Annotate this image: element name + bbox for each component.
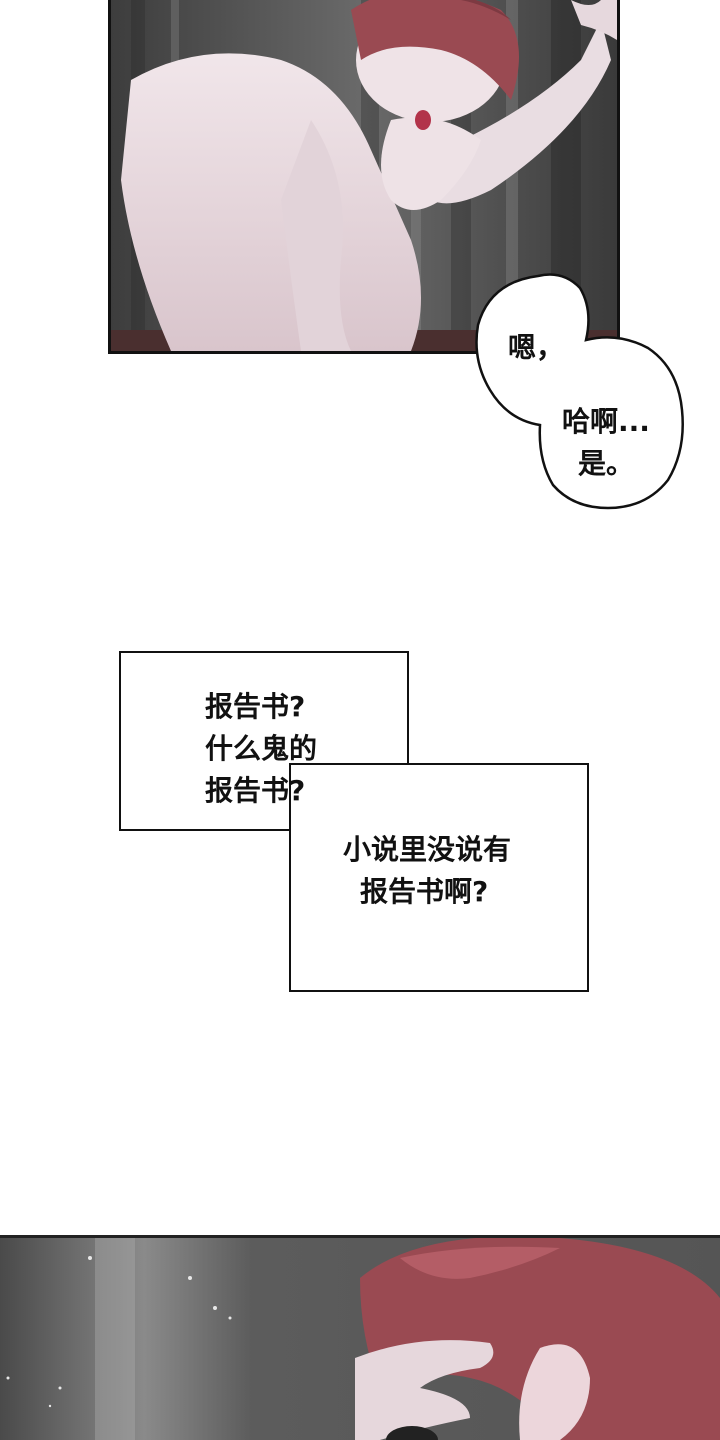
bottom-panel-artwork [0,1238,720,1440]
speech-line-1: 嗯， [508,331,565,364]
top-illustration-panel [108,0,620,354]
caption-1-line-1: 报告书? [205,690,306,723]
caption-2-line-1: 小说里没说有 [343,833,512,866]
caption-box-2 [289,763,589,992]
speech-bubble [475,273,684,510]
speech-line-3: 是。 [578,447,635,480]
caption-2-line-2: 报告书啊? [360,875,489,908]
caption-1-line-2: 什么鬼的 [205,732,318,765]
speech-line-2: 哈啊... [562,405,650,438]
caption-1-line-3: 报告书? [205,774,306,807]
bottom-illustration-panel [0,1235,720,1440]
top-panel-artwork [111,0,617,351]
